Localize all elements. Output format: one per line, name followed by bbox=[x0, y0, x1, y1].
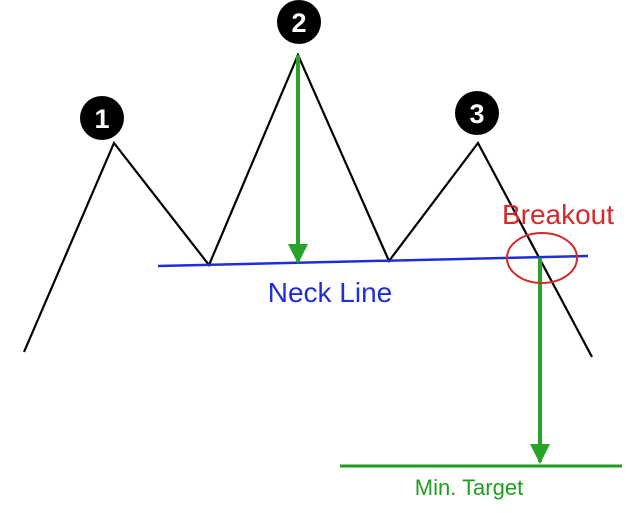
peak-badge-1: 1 bbox=[80, 96, 124, 140]
breakout-label: Breakout bbox=[502, 199, 614, 230]
neck-line bbox=[157, 254, 589, 268]
min-target-label: Min. Target bbox=[415, 475, 523, 500]
peak-badge-2: 2 bbox=[277, 0, 321, 44]
breakout-circle bbox=[506, 232, 578, 284]
peak-number-2: 2 bbox=[291, 8, 306, 38]
neck-line-label: Neck Line bbox=[268, 277, 393, 308]
peak-badge-3: 3 bbox=[455, 91, 499, 135]
peak-number-1: 1 bbox=[94, 104, 109, 134]
peak-number-3: 3 bbox=[469, 99, 484, 129]
